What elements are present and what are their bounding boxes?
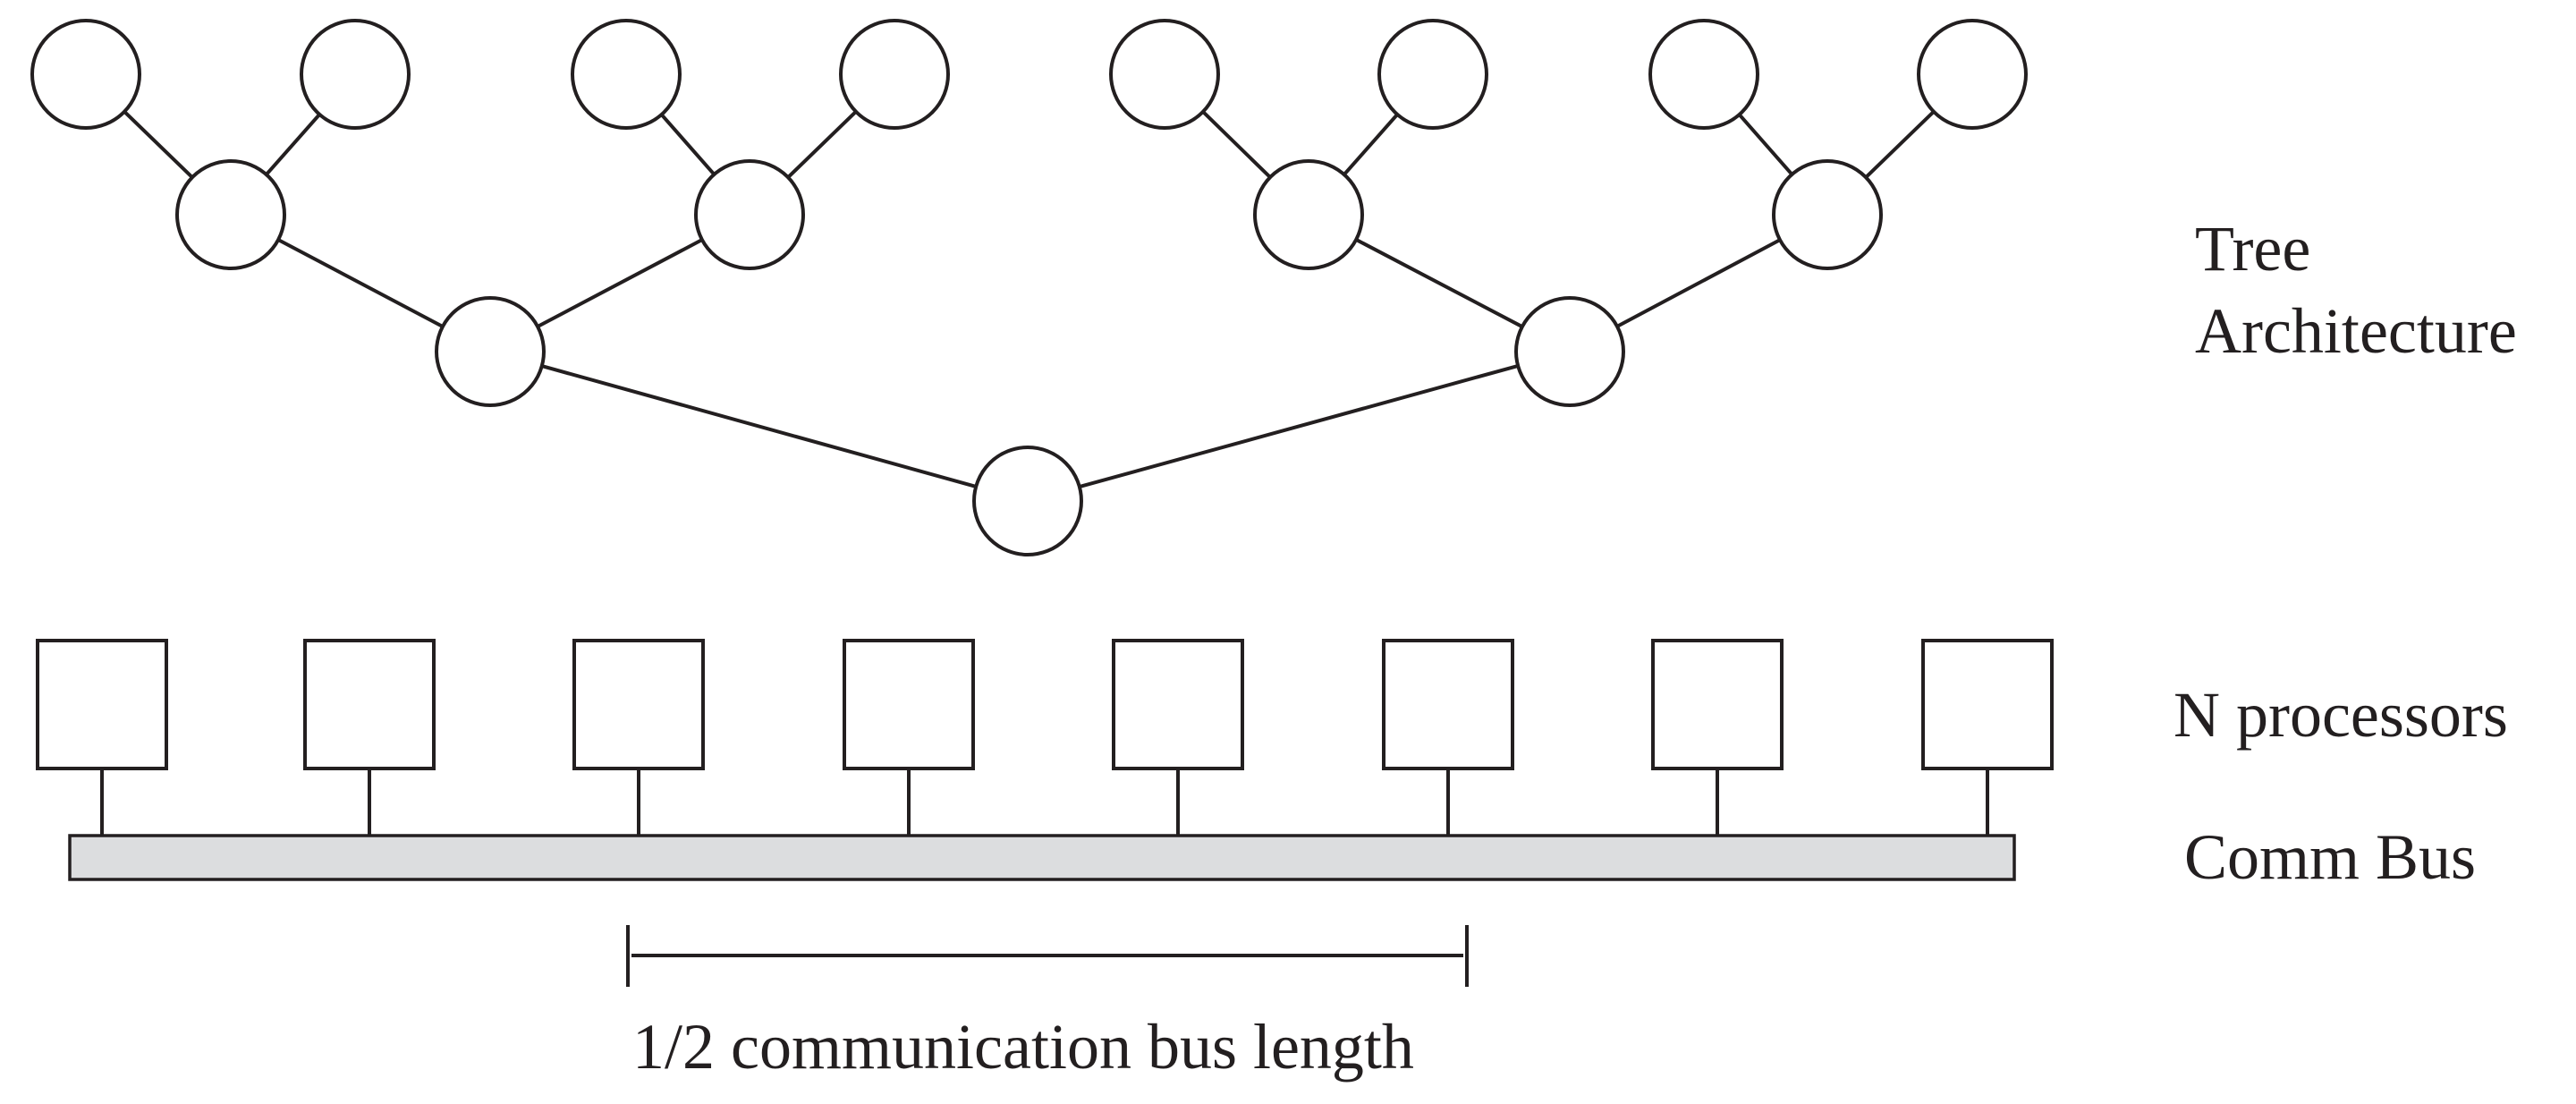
tree-level2-node-2 <box>694 159 805 270</box>
tree-leaf-node-8 <box>1917 19 2028 130</box>
comm-bus <box>68 834 2016 881</box>
tree-architecture-label: Tree Architecture <box>2195 208 2517 372</box>
processor-box-7 <box>1651 639 1784 770</box>
tree-level2-node-3 <box>1253 159 1364 270</box>
tree-leaf-node-6 <box>1377 19 1488 130</box>
tree-level3-node-2 <box>1514 296 1625 407</box>
processor-box-4 <box>843 639 975 770</box>
tree-edge-leaf-2 <box>265 113 321 176</box>
tree-edge-level2-2 <box>537 238 703 328</box>
tree-edge-level3-2 <box>1079 363 1519 489</box>
tree-leaf-node-7 <box>1648 19 1759 130</box>
tree-root-node <box>972 446 1083 556</box>
tree-edge-level3-1 <box>541 364 977 488</box>
tree-edge-level2-3 <box>1355 238 1523 328</box>
tree-nodes <box>30 19 2028 556</box>
tree-edge-leaf-3 <box>660 113 716 176</box>
tree-label-line1: Tree <box>2195 213 2311 284</box>
processor-box-6 <box>1382 639 1514 770</box>
comm-bus-label: Comm Bus <box>2184 821 2477 893</box>
processor-box-8 <box>1921 639 2054 770</box>
processor-box-1 <box>36 639 168 770</box>
processor-box-5 <box>1112 639 1244 770</box>
processor-box-2 <box>303 639 436 770</box>
tree-edge-leaf-5 <box>1201 110 1272 179</box>
tree-edge-leaf-4 <box>786 110 858 179</box>
tree-level2-node-4 <box>1772 159 1883 270</box>
tree-edge-leaf-8 <box>1864 110 1936 179</box>
tree-leaf-node-4 <box>839 19 950 130</box>
processor-boxes <box>36 639 2054 770</box>
half-bus-length-marker <box>626 925 1469 987</box>
tree-edge-leaf-6 <box>1343 113 1399 176</box>
tree-level2-node-1 <box>175 159 286 270</box>
tree-edge-level2-4 <box>1616 238 1781 328</box>
processor-bus-connectors <box>100 769 1989 836</box>
tree-edge-leaf-1 <box>123 110 194 179</box>
half-bus-length-label: 1/2 communication bus length <box>632 1011 1414 1083</box>
tree-edges <box>123 110 1936 489</box>
tree-edge-level2-1 <box>277 238 444 328</box>
tree-leaf-node-3 <box>571 19 682 130</box>
tree-leaf-node-2 <box>300 19 411 130</box>
tree-leaf-node-1 <box>30 19 141 130</box>
processor-box-3 <box>572 639 705 770</box>
n-processors-label: N processors <box>2174 679 2508 751</box>
tree-label-line2: Architecture <box>2195 295 2517 367</box>
tree-edge-leaf-7 <box>1738 113 1793 176</box>
tree-level3-node-1 <box>435 296 546 407</box>
tree-leaf-node-5 <box>1109 19 1220 130</box>
